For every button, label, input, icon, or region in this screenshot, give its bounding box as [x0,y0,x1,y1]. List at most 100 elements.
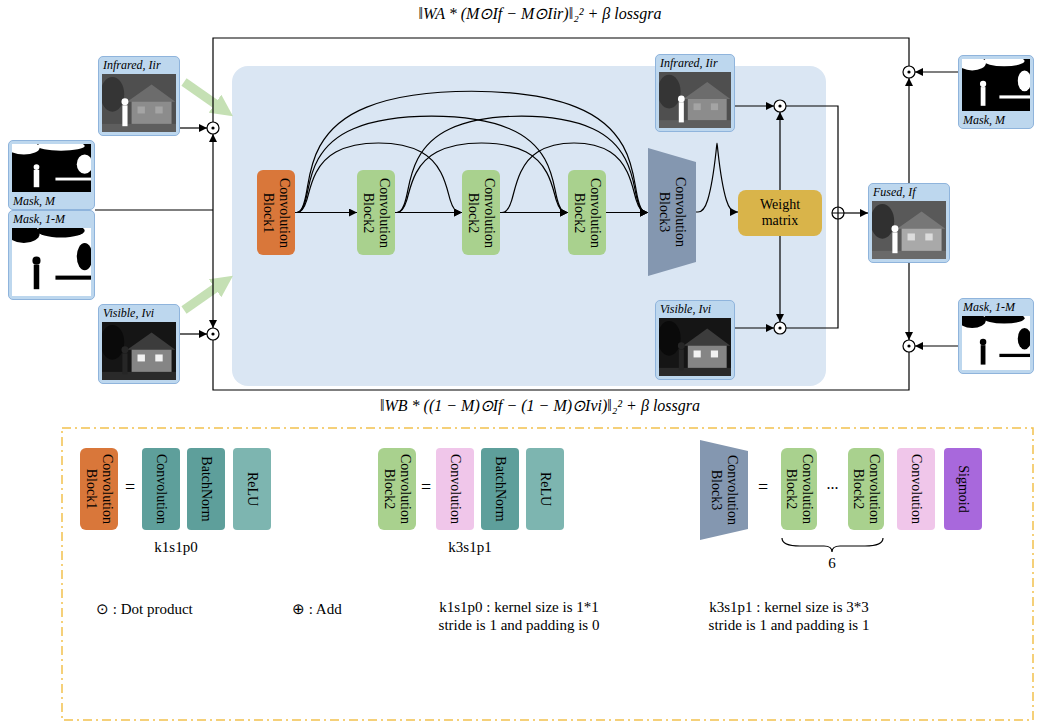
kernel-note: k3s1p1 : kernel size is 3*3 stride is 1 … [698,598,880,634]
rotated-text: Sigmoid [955,452,971,526]
image-content [37,144,84,151]
image-content [121,346,128,353]
block-label: Convolution [908,452,924,526]
image-content [55,276,91,280]
conv-block: Convolution Block2 [781,448,817,530]
layer-box: Convolution [142,448,180,530]
loss-formula: ‖WB * ((1 − M)⊙If − (1 − M)⊙Ivi)‖₂² + β … [300,396,780,415]
image-content [102,372,176,380]
rotated-text: Convolution [908,452,924,526]
conv-block: Convolution Block2 [462,170,500,255]
image-content [999,95,1030,98]
layer-box: Sigmoid [944,448,982,530]
image-content [138,354,145,361]
wire [95,209,213,210]
image-content [891,225,898,232]
flow-arrow [395,212,462,213]
image-content [678,342,685,349]
network-region [232,66,826,386]
dot-product-symbol [207,122,219,134]
rotated-text: Convolution Block1 [260,174,292,251]
layer-box: BatchNorm [187,448,225,530]
image-content [984,59,1025,66]
image-picture [102,322,176,380]
image-content [872,251,946,259]
image-content [980,339,986,345]
trapezoid-shape [648,148,696,276]
image-content [679,102,684,122]
kernel-code: k3s1p1 [420,538,520,556]
image-picture [659,318,731,376]
layer-box: BatchNorm [481,448,519,530]
box-label: Weight matrix [741,197,819,229]
dot-product-symbol [907,70,910,73]
block-label: BatchNorm [198,452,214,526]
image-content [980,81,986,87]
image-panel: Visible, Ivi [655,300,735,380]
image-content [678,96,685,103]
rotated-text: Convolution Block2 [465,174,497,251]
image-content [155,106,162,113]
wire [212,134,213,210]
image-content [659,120,731,128]
equals-sign: = [119,477,141,499]
input-arrow [184,282,224,310]
image-content [659,75,681,109]
rotated-text: Convolution Block2 [850,452,882,526]
rotated-text: Convolution Block2 [571,174,603,251]
layer-box: ReLU [233,448,271,530]
image-panel: Visible, Ivi [98,304,180,384]
image-panel: Mask, M [8,140,95,210]
image-content [102,124,176,132]
image-content [984,316,1025,324]
image-content [1018,70,1030,91]
flow-arrow [295,212,357,213]
image-content [872,204,894,239]
block-label: Convolution Block2 [360,174,392,251]
image-content [34,170,40,187]
symbol-key: ⊙ : Dot product [96,600,256,618]
wire [844,212,868,213]
image-picture [12,144,91,192]
image-content [1018,328,1030,350]
image-content [902,228,942,251]
loss-formula: ‖WA * (M⊙If − M⊙Iir)‖₂² + β lossgra [300,4,780,23]
kernel-code: k1s1p0 [126,538,226,556]
symbol-key: ⊕ : Add [292,600,402,618]
image-content [155,354,162,361]
image-content [711,350,718,357]
image-content [102,77,124,112]
image-content [679,349,684,370]
image-content [122,105,127,126]
wire [908,263,909,340]
image-panel: Mask, 1-M [958,298,1034,374]
equals-sign: = [751,477,775,499]
layer-box: Convolution [897,448,935,530]
weight-matrix-box: Weight matrix [738,190,822,236]
layer-box: ReLU [526,448,564,530]
image-content [34,265,40,289]
conv-block: Convolution Block2 [848,448,884,530]
image-content [688,345,727,368]
image-content [127,84,175,101]
wire [735,105,774,106]
dot-product-symbol [774,100,786,112]
wire [915,345,958,346]
skip-connection [395,116,648,212]
image-panel: Mask, 1-M [8,210,95,300]
conv-block: Convolution Block2 [568,170,606,255]
image-content [12,228,40,243]
image-content [77,243,91,270]
flow-arrow [606,212,648,213]
image-content [694,103,701,110]
image-panel: Infrared, Iir [655,54,735,132]
image-content [999,354,1030,357]
dot-product-symbol [903,340,915,352]
block-label: Convolution Block2 [381,452,413,526]
conv-block: Convolution Block2 [357,170,395,255]
image-content [102,325,124,360]
image-picture [962,59,1030,111]
image-content [962,59,986,70]
image-content [138,106,145,113]
wire [908,78,909,183]
